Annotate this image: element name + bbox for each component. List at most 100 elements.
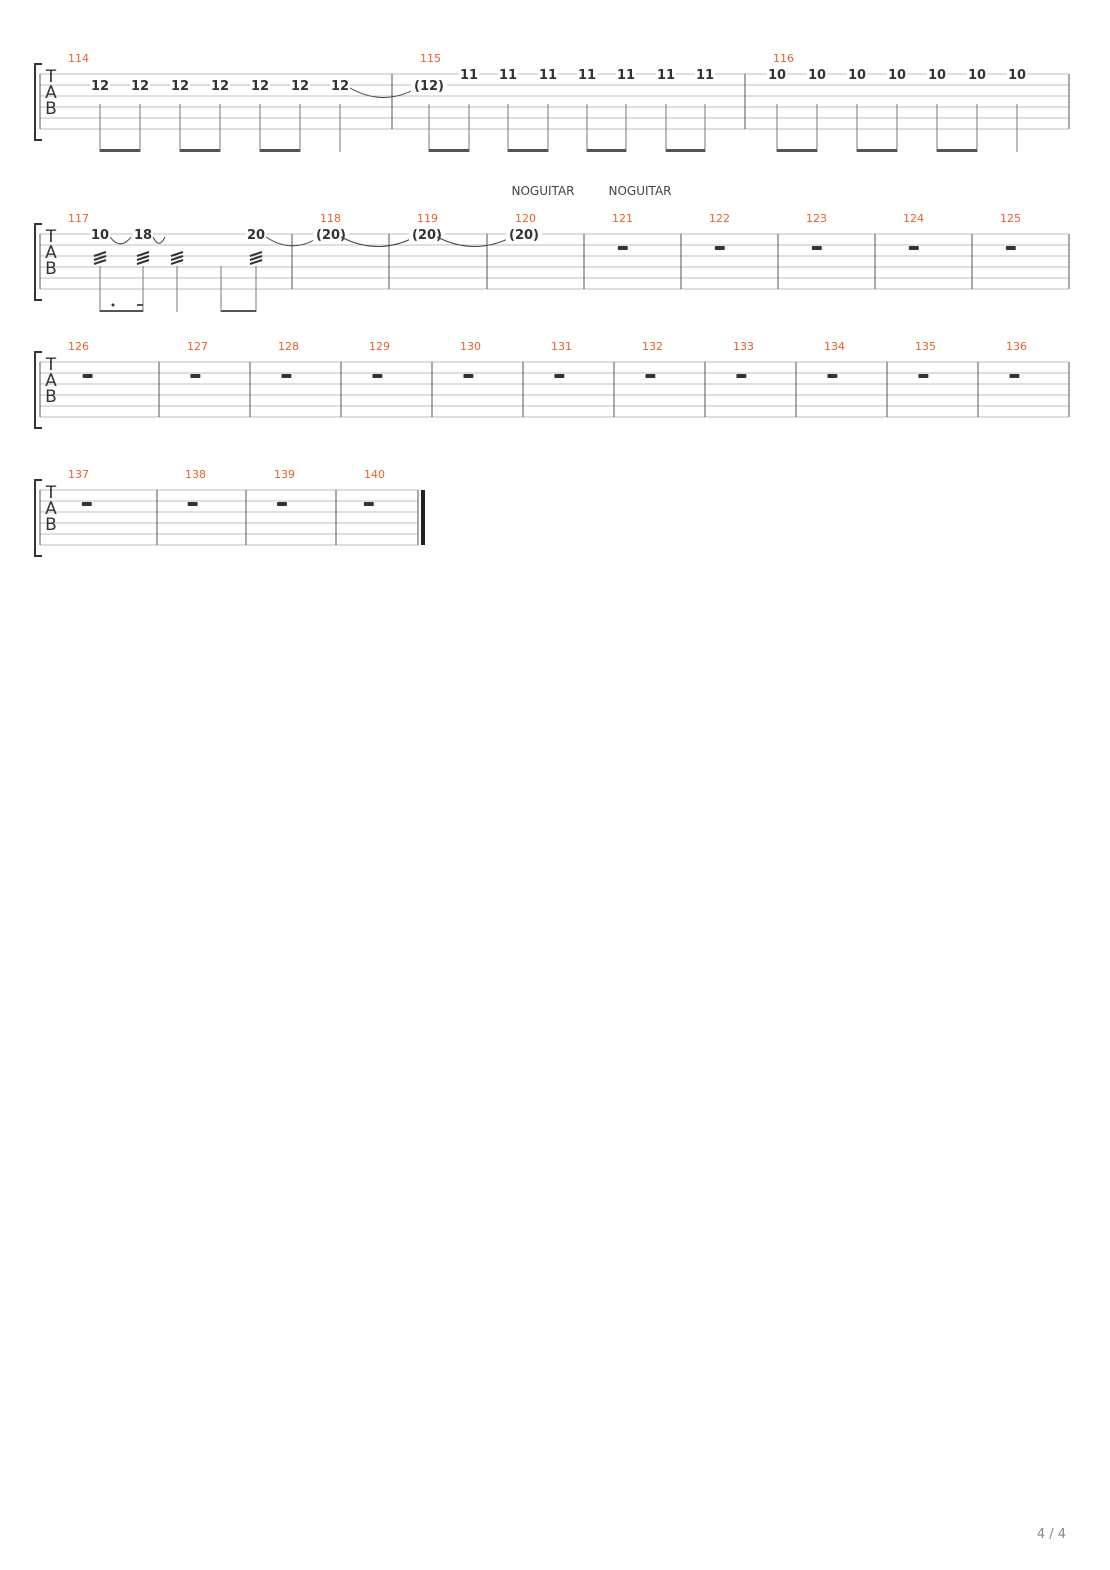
beam — [777, 149, 817, 152]
measure-number: 138 — [185, 468, 206, 481]
fret-background — [577, 67, 597, 81]
measure-number: 116 — [773, 52, 794, 65]
fret-background — [927, 67, 947, 81]
fret-number: 11 — [657, 68, 675, 83]
measure-number: 130 — [460, 340, 481, 353]
tremolo-slash — [249, 259, 263, 265]
fret-background — [1007, 67, 1027, 81]
rest-icon — [363, 502, 374, 506]
measure-number: 124 — [903, 212, 924, 225]
fret-background — [250, 78, 270, 92]
fret-number: 10 — [968, 68, 986, 83]
beam — [100, 149, 140, 152]
rest-icon — [82, 374, 93, 378]
fret-number: 11 — [539, 68, 557, 83]
fret-number: 18 — [134, 228, 152, 243]
measure-number: 122 — [709, 212, 730, 225]
fret-background — [847, 67, 867, 81]
tremolo-slash — [249, 251, 263, 257]
fret-background — [459, 67, 479, 81]
tab-clef-letter: A — [45, 243, 57, 263]
fret-number: 20 — [247, 228, 265, 243]
fret-number: (20) — [509, 228, 539, 243]
fret-background — [90, 78, 110, 92]
measure-number: 127 — [187, 340, 208, 353]
fret-number: (12) — [414, 79, 444, 94]
beam — [221, 310, 256, 312]
fret-number: 12 — [331, 79, 349, 94]
measure-number: 128 — [278, 340, 299, 353]
rest-icon — [187, 502, 198, 506]
fret-number: (20) — [316, 228, 346, 243]
fret-background — [807, 67, 827, 81]
measure-number: 135 — [915, 340, 936, 353]
tremolo-slash — [93, 251, 107, 257]
measure-number: 115 — [420, 52, 441, 65]
rest-icon — [554, 374, 565, 378]
measure-number: 117 — [68, 212, 89, 225]
fret-number: 12 — [131, 79, 149, 94]
tremolo-slash — [136, 251, 150, 257]
fret-background — [90, 227, 110, 241]
tie-arc — [109, 236, 132, 245]
measure-number: 118 — [320, 212, 341, 225]
measure-number: 129 — [369, 340, 390, 353]
rest-icon — [463, 374, 474, 378]
measure-number: 123 — [806, 212, 827, 225]
tab-clef-letter: A — [45, 371, 57, 391]
rest-icon — [811, 246, 822, 250]
fret-background — [133, 227, 153, 241]
tie-arc — [340, 236, 416, 247]
measure-number: 131 — [551, 340, 572, 353]
rest-icon — [281, 374, 292, 378]
fret-number: 10 — [888, 68, 906, 83]
fret-number: 10 — [928, 68, 946, 83]
measure-number: 125 — [1000, 212, 1021, 225]
rest-icon — [714, 246, 725, 250]
fret-number: 12 — [211, 79, 229, 94]
fret-number: 10 — [91, 228, 109, 243]
measure-number: 114 — [68, 52, 89, 65]
measure-number: 132 — [642, 340, 663, 353]
fret-number: 12 — [91, 79, 109, 94]
fret-background — [616, 67, 636, 81]
fret-background — [210, 78, 230, 92]
annotation-noguitar: NOGUITAR — [609, 184, 672, 198]
fret-background — [695, 67, 715, 81]
tremolo-slash — [170, 251, 184, 257]
tremolo-slash — [93, 255, 107, 261]
fret-number: 11 — [460, 68, 478, 83]
measure-number: 134 — [824, 340, 845, 353]
tremolo-slash — [93, 259, 107, 265]
tab-clef-letter: A — [45, 499, 57, 519]
beam — [857, 149, 897, 152]
fret-number: 12 — [171, 79, 189, 94]
fret-background — [538, 67, 558, 81]
measure-number: 136 — [1006, 340, 1027, 353]
fret-number: 12 — [291, 79, 309, 94]
measure-number: 121 — [612, 212, 633, 225]
fret-number: 11 — [696, 68, 714, 83]
fret-background — [887, 67, 907, 81]
tab-clef-letter: T — [45, 355, 57, 375]
tab-clef-letter: T — [45, 67, 57, 87]
tie-arc — [152, 236, 166, 244]
rest-icon — [827, 374, 838, 378]
tremolo-slash — [136, 259, 150, 265]
fret-background — [409, 227, 445, 241]
measure-number: 133 — [733, 340, 754, 353]
tremolo-slash — [170, 255, 184, 261]
tie-arc — [436, 236, 513, 247]
rest-icon — [908, 246, 919, 250]
fret-background — [656, 67, 676, 81]
tab-clef-letter: T — [45, 483, 57, 503]
beam — [508, 149, 548, 152]
fret-background — [290, 78, 310, 92]
annotation-noguitar: NOGUITAR — [512, 184, 575, 198]
tremolo-slash — [170, 259, 184, 265]
rest-icon — [277, 502, 287, 506]
dot — [111, 303, 115, 307]
fret-background — [313, 227, 349, 241]
measure-number: 140 — [364, 468, 385, 481]
